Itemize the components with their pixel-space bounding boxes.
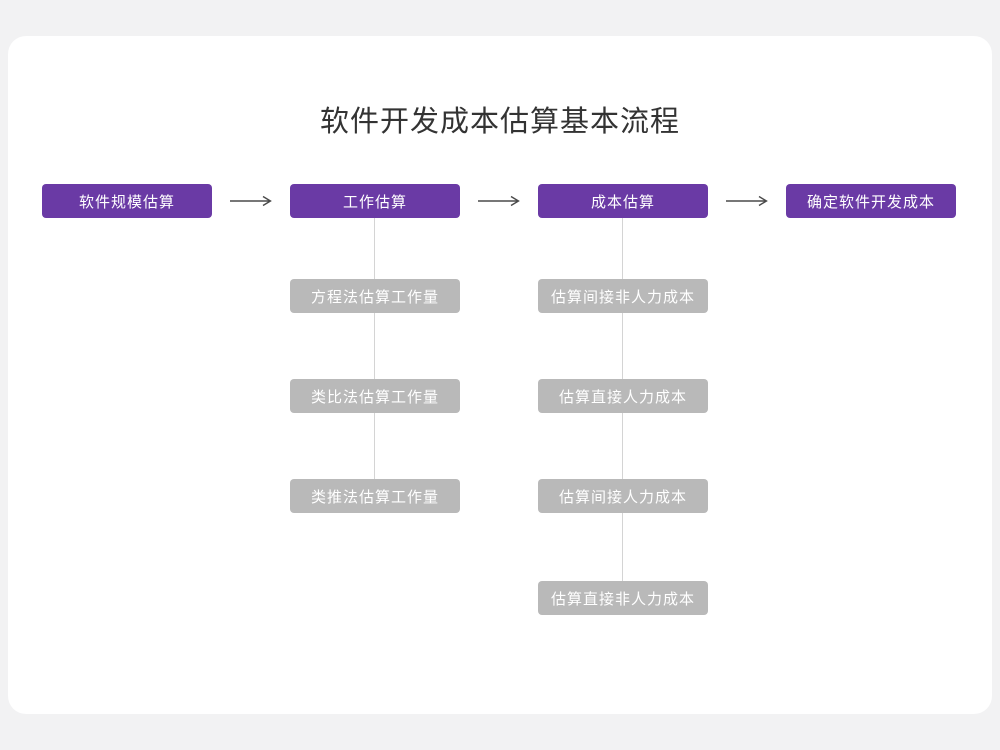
stage-node-cost-estimation: 成本估算 (538, 184, 708, 218)
child-label: 方程法估算工作量 (310, 288, 439, 306)
arrow-right-icon (726, 195, 768, 207)
connector-work-estimation (374, 217, 375, 497)
child-label: 估算间接非人力成本 (550, 288, 695, 306)
child-node-indirect-labor-cost: 估算间接人力成本 (538, 479, 708, 513)
child-node-equation-method: 方程法估算工作量 (290, 279, 460, 313)
arrow-right-icon (478, 195, 520, 207)
stage-label: 软件规模估算 (78, 193, 175, 211)
stage-label: 成本估算 (590, 193, 655, 211)
stage-node-scale-estimation: 软件规模估算 (42, 184, 212, 218)
stage-label: 工作估算 (342, 193, 407, 211)
child-label: 类比法估算工作量 (310, 388, 439, 406)
child-node-analogy-method: 类比法估算工作量 (290, 379, 460, 413)
stage-label: 确定软件开发成本 (806, 193, 935, 211)
child-label: 估算直接人力成本 (558, 388, 687, 406)
child-node-extrapolation-method: 类推法估算工作量 (290, 479, 460, 513)
diagram-title: 软件开发成本估算基本流程 (319, 106, 680, 138)
stage-node-work-estimation: 工作估算 (290, 184, 460, 218)
child-node-direct-labor-cost: 估算直接人力成本 (538, 379, 708, 413)
child-node-direct-nonlabor-cost: 估算直接非人力成本 (538, 581, 708, 615)
child-label: 估算间接人力成本 (558, 488, 687, 506)
child-label: 估算直接非人力成本 (550, 590, 695, 608)
stage-node-final-cost: 确定软件开发成本 (786, 184, 956, 218)
diagram-card (8, 36, 992, 714)
child-label: 类推法估算工作量 (310, 488, 439, 506)
child-node-indirect-nonlabor-cost: 估算间接非人力成本 (538, 279, 708, 313)
arrow-right-icon (230, 195, 272, 207)
